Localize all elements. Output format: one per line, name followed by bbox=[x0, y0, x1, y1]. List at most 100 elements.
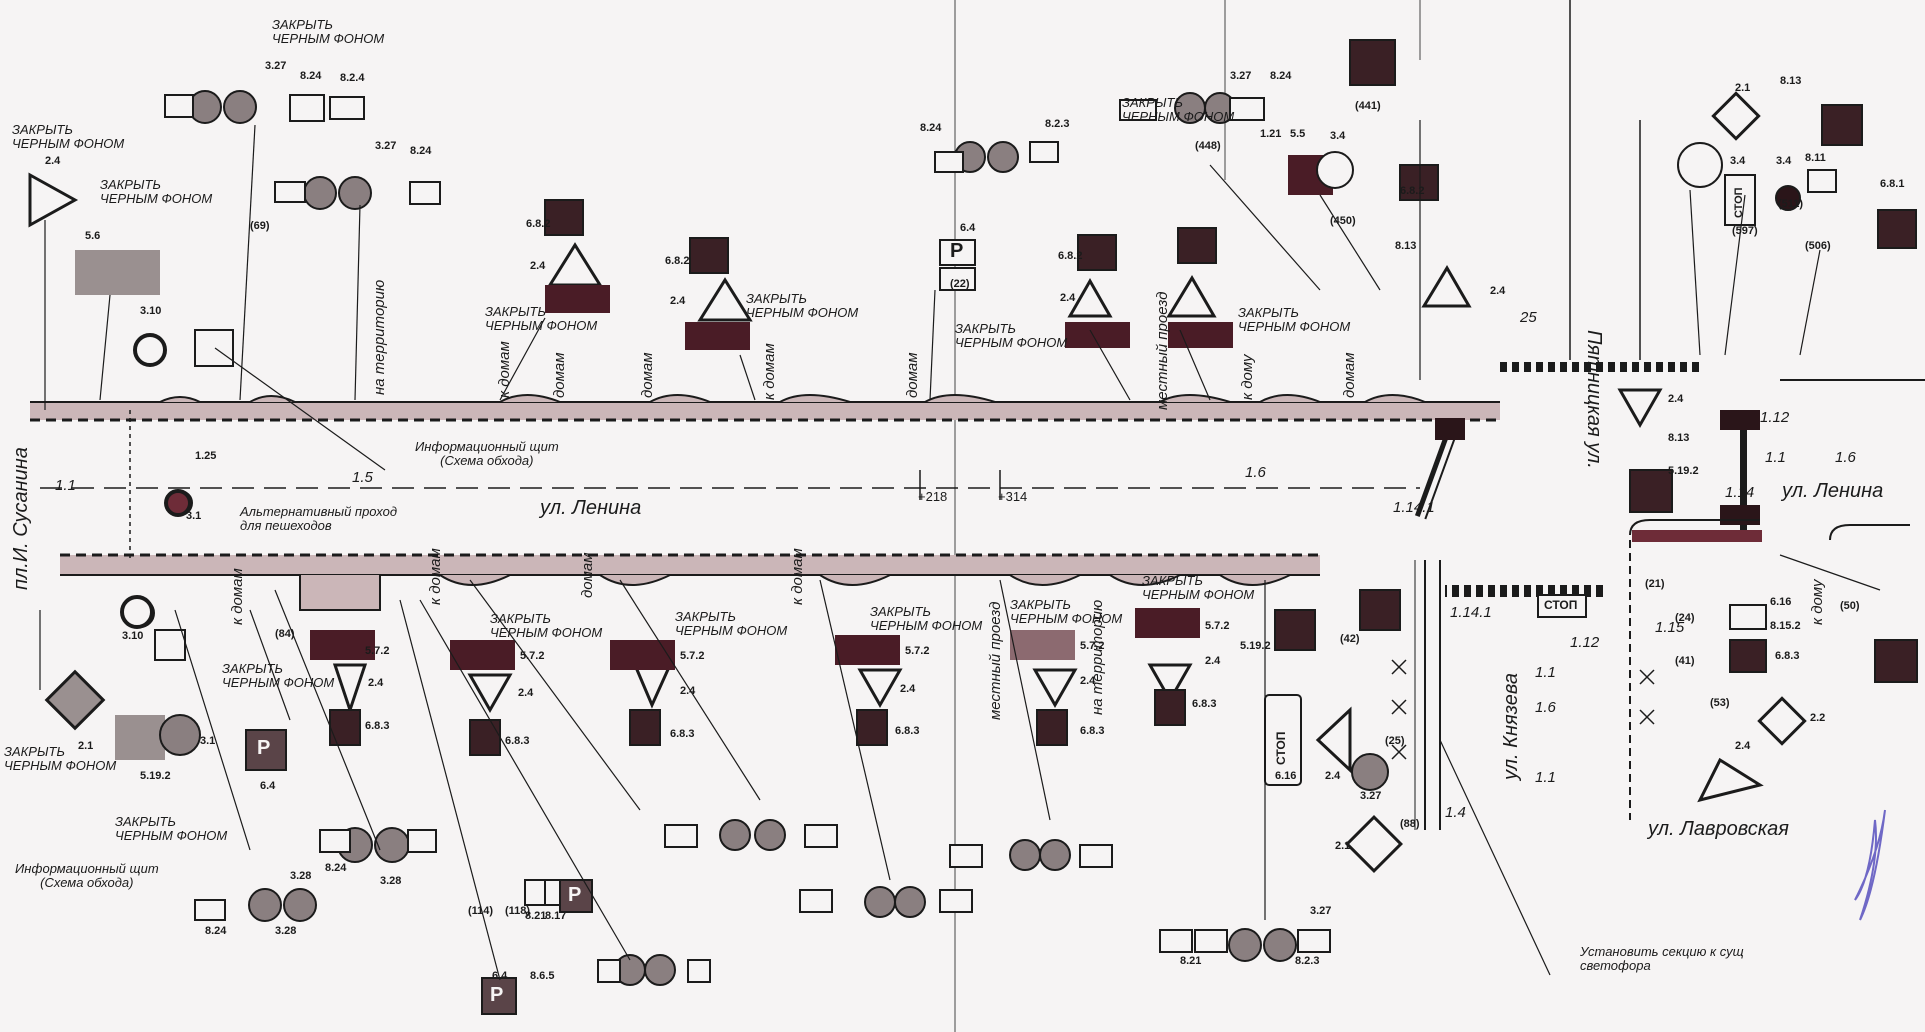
code-2-4-c: 2.4 bbox=[670, 295, 686, 307]
note-info-board-1: Информационный щит (Схема обхода) bbox=[415, 439, 559, 468]
code-3-27-b: 3.27 bbox=[375, 140, 397, 152]
ref-511: (511) bbox=[1778, 198, 1804, 210]
no-pedestrian-signs bbox=[120, 333, 192, 629]
path-label-k-domu-2: к дому bbox=[1809, 579, 1826, 626]
street-knyazeva-label: ул. Князева bbox=[1500, 673, 1522, 780]
code-2-2: 2.2 bbox=[1810, 712, 1826, 724]
cross-marks bbox=[1391, 659, 1655, 760]
code-8-2-3-b: 8.2.3 bbox=[1295, 955, 1320, 967]
code-6-8-1: 6.8.1 bbox=[1880, 178, 1905, 190]
code-2-4-e: 2.4 bbox=[1490, 285, 1506, 297]
note-close-black-11: ЗАКРЫТЬ ЧЕРНЫМ ФОНОМ bbox=[115, 814, 228, 843]
marking-1-5: 1.5 bbox=[352, 469, 373, 486]
code-3-4-c: 3.4 bbox=[1776, 155, 1792, 167]
marking-1-4: 1.4 bbox=[1445, 804, 1466, 821]
path-label-mestny-proezd-2: местный проезд bbox=[987, 601, 1004, 720]
marking-1-12-a: 1.12 bbox=[1760, 409, 1790, 426]
ref-84: (84) bbox=[275, 628, 295, 640]
page-guides bbox=[954, 0, 1421, 1032]
station-pk2: +314 bbox=[998, 489, 1028, 504]
code-8-24-e: 8.24 bbox=[325, 862, 347, 874]
path-label-domam-3: домам bbox=[904, 352, 921, 398]
note-close-black-4: ЗАКРЫТЬ ЧЕРНЫМ ФОНОМ bbox=[1122, 95, 1235, 124]
marking-1-1-a: 1.1 bbox=[55, 477, 76, 494]
ref-41: (41) bbox=[1675, 655, 1695, 667]
marking-1-14-1-a: 1.14.1 bbox=[1393, 499, 1435, 516]
path-label-domam-4: домам bbox=[1341, 352, 1358, 398]
note-install-section: Установить секцию к сущ светофора bbox=[1580, 944, 1744, 973]
road-north-edge bbox=[30, 394, 1500, 422]
code-2-1-a: 2.1 bbox=[1735, 82, 1751, 94]
code-8-6-5: 8.6.5 bbox=[530, 970, 555, 982]
code-2-4-b: 2.4 bbox=[530, 260, 546, 272]
street-susanina-label: пл.И. Сусанина bbox=[10, 447, 32, 590]
ref-22: (22) bbox=[950, 278, 970, 290]
parking-letter-3: P bbox=[490, 984, 504, 1006]
marking-1-1-b: 1.1 bbox=[1765, 449, 1786, 466]
ref-450: (450) bbox=[1330, 215, 1356, 227]
code-2-4-a: 2.4 bbox=[45, 155, 61, 167]
code-8-13-b: 8.13 bbox=[1780, 75, 1802, 87]
stop-sign-right: СТОП bbox=[1544, 598, 1578, 612]
code-2-4-j: 2.4 bbox=[680, 685, 696, 697]
path-label-mestny-proezd-1: местный проезд bbox=[1154, 291, 1171, 410]
code-5-7-2-f: 5.7.2 bbox=[1205, 620, 1230, 632]
path-label-k-domam-2: к домам bbox=[761, 343, 778, 400]
code-8-17: 8.17 bbox=[545, 910, 567, 922]
note-close-black-1: ЗАКРЫТЬ ЧЕРНЫМ ФОНОМ bbox=[12, 122, 125, 151]
square-info-signs bbox=[329, 39, 1918, 756]
code-2-4-h: 2.4 bbox=[368, 677, 384, 689]
note-close-black-9: ЗАКРЫТЬ ЧЕРНЫМ ФОНОМ bbox=[222, 661, 335, 690]
note-close-black-5: ЗАКРЫТЬ ЧЕРНЫМ ФОНОМ bbox=[485, 304, 598, 333]
code-2-1-b: 2.1 bbox=[78, 740, 94, 752]
path-label-na-territoriyu-1: на территорию bbox=[371, 279, 388, 395]
code-5-7-2-b: 5.7.2 bbox=[520, 650, 545, 662]
code-8-13-c: 8.13 bbox=[1668, 432, 1690, 444]
code-3-10-a: 3.10 bbox=[140, 305, 162, 317]
code-2-4-f: 2.4 bbox=[1668, 393, 1684, 405]
code-3-28-a: 3.28 bbox=[290, 870, 312, 882]
marking-1-15: 1.15 bbox=[1655, 619, 1685, 636]
ref-69: (69) bbox=[250, 220, 270, 232]
code-6-8-3-g: 6.8.3 bbox=[1192, 698, 1217, 710]
note-close-black-15: ЗАКРЫТЬ ЧЕРНЫМ ФОНОМ bbox=[1010, 597, 1123, 626]
ref-448: (448) bbox=[1195, 140, 1221, 152]
stop-sign-left: СТОП bbox=[1274, 731, 1288, 765]
code-3-10-b: 3.10 bbox=[122, 630, 144, 642]
code-5-19-2-b: 5.19.2 bbox=[140, 770, 171, 782]
code-3-1-b: 3.1 bbox=[200, 735, 216, 747]
marking-1-14-1-b: 1.14.1 bbox=[1450, 604, 1492, 621]
intersection-right bbox=[1414, 0, 1925, 830]
note-close-black-16: ЗАКРЫТЬ ЧЕРНЫМ ФОНОМ bbox=[1142, 573, 1255, 602]
ref-42: (42) bbox=[1340, 633, 1360, 645]
parking-letter-2: P bbox=[568, 884, 582, 906]
note-close-black-10: ЗАКРЫТЬ ЧЕРНЫМ ФОНОМ bbox=[4, 744, 117, 773]
code-8-24-a: 8.24 bbox=[300, 70, 322, 82]
code-2-4-g: 2.4 bbox=[1735, 740, 1751, 752]
note-close-black-12: ЗАКРЫТЬ ЧЕРНЫМ ФОНОМ bbox=[490, 611, 603, 640]
code-8-24-c: 8.24 bbox=[920, 122, 942, 134]
street-lavrovskaya-label: ул. Лавровская bbox=[1648, 818, 1789, 840]
code-6-4-a: 6.4 bbox=[960, 222, 976, 234]
parking-signs bbox=[245, 729, 593, 1015]
parking-letter-4: P bbox=[950, 240, 964, 262]
note-alt-passage: Альтернативный проход для пешеходов bbox=[240, 504, 398, 533]
code-2-4-k: 2.4 bbox=[900, 683, 916, 695]
note-close-black-7: ЗАКРЫТЬ ЧЕРНЫМ ФОНОМ bbox=[955, 321, 1068, 350]
code-6-8-2-d: 6.8.2 bbox=[1400, 185, 1425, 197]
ref-88: (88) bbox=[1400, 818, 1420, 830]
stop-sign-top: СТОП bbox=[1733, 187, 1745, 218]
code-8-2-3-a: 8.2.3 bbox=[1045, 118, 1070, 130]
code-5-7-2-e: 5.7.2 bbox=[1080, 640, 1105, 652]
code-6-8-3-b: 6.8.3 bbox=[365, 720, 390, 732]
leader-lines bbox=[39, 120, 1881, 981]
marking-1-12-b: 1.12 bbox=[1570, 634, 1600, 651]
code-6-8-3-c: 6.8.3 bbox=[505, 735, 530, 747]
code-5-19-2-a: 5.19.2 bbox=[1668, 465, 1699, 477]
code-6-8-2-a: 6.8.2 bbox=[526, 218, 551, 230]
station-pk1: +218 bbox=[918, 489, 948, 504]
note-info-board-2: Информационный щит (Схема обхода) bbox=[15, 861, 159, 890]
code-6-8-2-c: 6.8.2 bbox=[1058, 250, 1083, 262]
code-3-28-c: 3.28 bbox=[275, 925, 297, 937]
code-5-5: 5.5 bbox=[1290, 128, 1306, 140]
